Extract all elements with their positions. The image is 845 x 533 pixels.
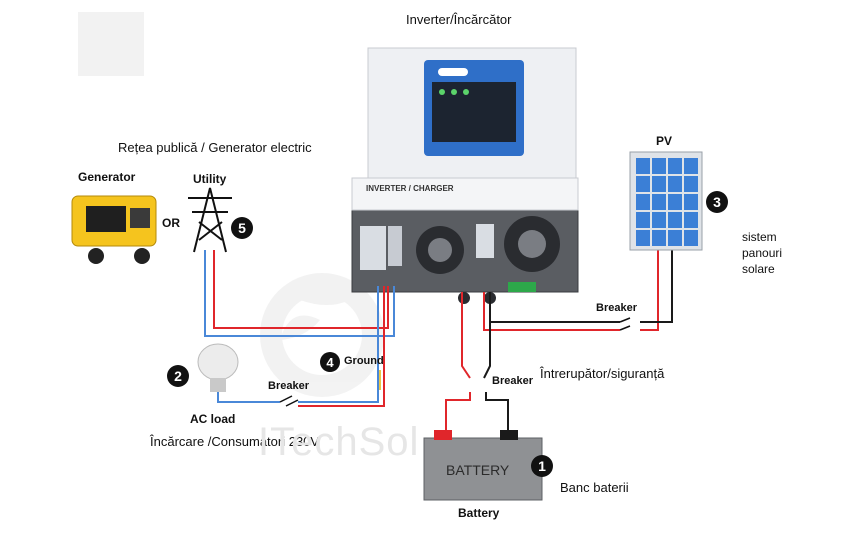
marker-5: 5 <box>231 217 253 239</box>
battery-label: Battery <box>458 506 500 520</box>
generator-label: Generator <box>78 170 136 184</box>
ac-load-label: AC load <box>190 412 236 426</box>
breaker-symbol-load <box>279 395 299 407</box>
pv-label: PV <box>656 134 673 148</box>
battery-breaker-label: Breaker <box>492 375 533 387</box>
inverter-title: Inverter/Încărcător <box>406 12 512 27</box>
pv-caption-2: panouri <box>742 246 783 260</box>
svg-text:4: 4 <box>326 355 334 370</box>
svg-text:1: 1 <box>538 458 546 474</box>
battery-caption: Banc baterii <box>560 480 629 495</box>
load-wires <box>217 286 385 407</box>
battery-wires <box>445 292 509 430</box>
pv-breaker-label: Breaker <box>596 302 637 314</box>
utility-label: Utility <box>193 172 227 186</box>
generator-illustration <box>71 195 157 264</box>
battery-illustration <box>423 430 543 501</box>
bulb-illustration <box>197 343 239 392</box>
load-caption: Încărcare /Consumatori 230V <box>150 434 320 449</box>
pv-caption-1: sistem <box>742 230 777 244</box>
grid-wires <box>204 250 395 337</box>
svg-text:2: 2 <box>174 368 182 384</box>
ground-label: Ground <box>344 355 384 367</box>
svg-text:3: 3 <box>713 194 721 210</box>
inverter-face-label: INVERTER / CHARGER <box>366 184 454 193</box>
marker-4: 4 <box>320 352 340 372</box>
load-breaker-label: Breaker <box>268 380 309 392</box>
battery-face-label: BATTERY <box>446 462 510 478</box>
marker-1: 1 <box>531 455 553 477</box>
placeholder-box <box>78 12 144 76</box>
switch-caption: Întrerupător/siguranță <box>540 366 665 381</box>
marker-3: 3 <box>706 191 728 213</box>
utility-tower-illustration <box>188 187 232 253</box>
breaker-symbol-pv <box>619 317 631 331</box>
or-label: OR <box>162 216 180 230</box>
grid-caption: Rețea publică / Generator electric <box>118 140 312 155</box>
pv-caption-3: solare <box>742 262 775 276</box>
svg-text:5: 5 <box>238 220 246 236</box>
watermark-text: ITechSol <box>258 420 420 464</box>
inverter-charger <box>351 47 579 304</box>
marker-2: 2 <box>167 365 189 387</box>
solar-panel-illustration <box>629 151 703 251</box>
